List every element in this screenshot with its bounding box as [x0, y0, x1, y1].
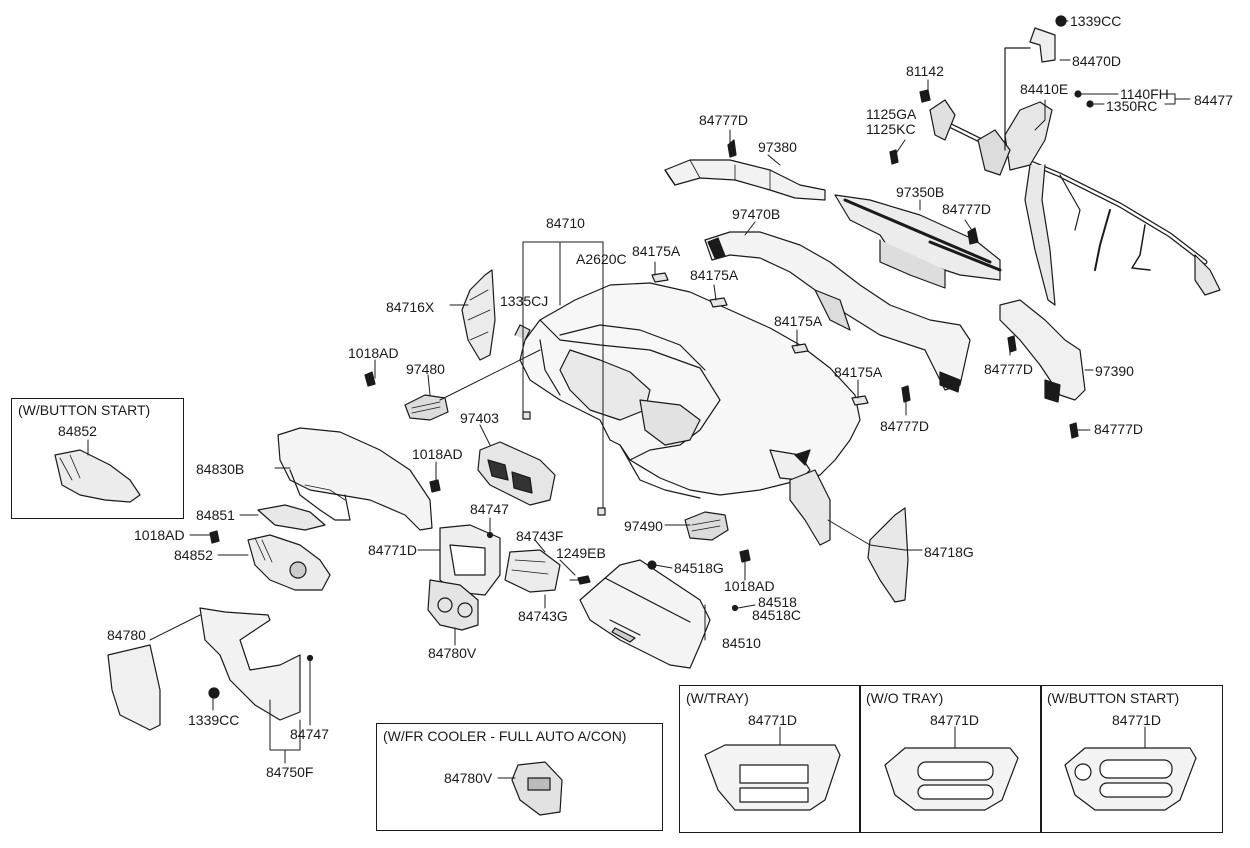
part-label-1018AD-c: 1018AD [134, 527, 185, 543]
box-button-start-left [11, 398, 184, 519]
part-label-84477: 84477 [1194, 92, 1233, 108]
part-label-84777D-c: 84777D [984, 361, 1034, 377]
part-label-1018AD-b: 1018AD [412, 446, 463, 462]
duct-97390 [999, 299, 1086, 403]
lower-panels [107, 607, 301, 731]
cowl-cross-bar [929, 15, 1221, 306]
part-label-1339CC-bot: 1339CC [188, 712, 240, 728]
side-cover-84718G [867, 507, 909, 603]
part-label-97390: 97390 [1095, 363, 1134, 379]
box-title-wo-tray: (W/O TRAY) [866, 690, 944, 706]
part-label-84830B: 84830B [196, 461, 245, 477]
part-label-84716X: 84716X [386, 299, 435, 315]
part-label-84771D-wotray: 84771D [930, 712, 980, 728]
box-title-button-start-left: (W/BUTTON START) [18, 402, 151, 418]
part-label-1125KC: 1125KC [866, 121, 916, 137]
part-label-84410E: 84410E [1020, 81, 1069, 97]
column-shroud [247, 504, 331, 591]
part-label-84771D-tray: 84771D [748, 712, 798, 728]
box-title-w-tray: (W/TRAY) [686, 690, 749, 706]
part-label-1339CC-top: 1339CC [1070, 13, 1122, 29]
part-label-84780V-box: 84780V [444, 770, 493, 786]
part-label-84470D: 84470D [1072, 53, 1122, 69]
side-vent-97490 [684, 511, 729, 541]
part-label-A2620C: A2620C [576, 251, 627, 267]
part-label-97480: 97480 [406, 361, 445, 377]
control-panel-fr-cooler [511, 761, 563, 816]
clips-84175A [522, 272, 869, 516]
part-label-84743G: 84743G [518, 608, 568, 624]
box-variants-divider-2 [1040, 685, 1042, 833]
part-label-97490: 97490 [624, 518, 663, 534]
bezel-button-start-right [1064, 747, 1197, 811]
bezel-w-tray [704, 744, 841, 811]
center-vent-97403 [477, 441, 556, 506]
part-label-97403: 97403 [460, 410, 499, 426]
bezel-wo-tray [884, 747, 1019, 811]
box-variants-divider-1 [859, 685, 861, 833]
part-label-1140FH: 1140FH [1120, 86, 1169, 102]
part-label-1350RC: 1350RC [1106, 98, 1158, 114]
leader-lines [87, 20, 1191, 779]
side-cover-84716X [461, 269, 496, 361]
part-label-84175A-a: 84175A [632, 243, 681, 259]
part-label-84710: 84710 [546, 215, 585, 231]
duct-97470B [704, 231, 971, 393]
side-vent-97480 [404, 394, 449, 421]
control-panel-84780V [427, 579, 479, 631]
part-label-84175A-b: 84175A [690, 267, 739, 283]
part-label-97380: 97380 [758, 139, 797, 155]
part-label-84510: 84510 [722, 635, 761, 651]
part-label-1335CJ: 1335CJ [500, 293, 549, 309]
part-label-84175A-c: 84175A [774, 313, 823, 329]
part-label-84771D-btn: 84771D [1112, 712, 1162, 728]
box-fr-cooler [376, 723, 663, 831]
part-label-1125GA: 1125GA [866, 106, 917, 122]
part-label-97350B: 97350B [896, 184, 945, 200]
part-label-84777D-b: 84777D [942, 201, 992, 217]
tray-84743 [504, 549, 561, 593]
part-label-1018AD-a: 1018AD [348, 345, 399, 361]
part-label-84743F: 84743F [516, 528, 564, 544]
crash-pad-84710 [514, 282, 861, 546]
center-vent-97350B [834, 194, 1002, 289]
part-label-84780V-main: 84780V [428, 645, 477, 661]
glove-box-84510 [579, 559, 711, 669]
box-title-fr-cooler: (W/FR COOLER - FULL AUTO A/CON) [383, 728, 627, 744]
part-label-84747-a: 84747 [470, 501, 509, 517]
part-label-84852-a: 84852 [58, 423, 97, 439]
part-label-84747-b: 84747 [290, 726, 329, 742]
part-label-84777D-d: 84777D [880, 418, 930, 434]
part-label-84718G: 84718G [924, 544, 974, 560]
part-label-81142: 81142 [906, 63, 944, 79]
part-label-97470B: 97470B [732, 206, 781, 222]
part-label-84750F: 84750F [266, 764, 314, 780]
cluster-hood-84830B [277, 427, 433, 531]
part-label-1249EB: 1249EB [556, 545, 606, 561]
box-title-button-start-right: (W/BUTTON START) [1047, 690, 1180, 706]
part-label-84771D-main: 84771D [368, 542, 418, 558]
part-label-84777D-e: 84777D [1094, 421, 1144, 437]
part-label-84518G: 84518G [674, 560, 724, 576]
duct-97380 [664, 159, 826, 201]
part-label-84851: 84851 [196, 507, 235, 523]
part-label-84777D-a: 84777D [699, 112, 749, 128]
box-variants [679, 685, 1223, 833]
shroud-button-start-left [54, 449, 141, 503]
part-label-84175A-d: 84175A [834, 364, 883, 380]
part-label-84780: 84780 [107, 627, 146, 643]
part-label-84852-b: 84852 [174, 547, 213, 563]
part-label-1018AD-d: 1018AD [724, 578, 775, 594]
part-label-84518: 84518 [758, 594, 797, 610]
part-label-84518C: 84518C [752, 607, 802, 623]
